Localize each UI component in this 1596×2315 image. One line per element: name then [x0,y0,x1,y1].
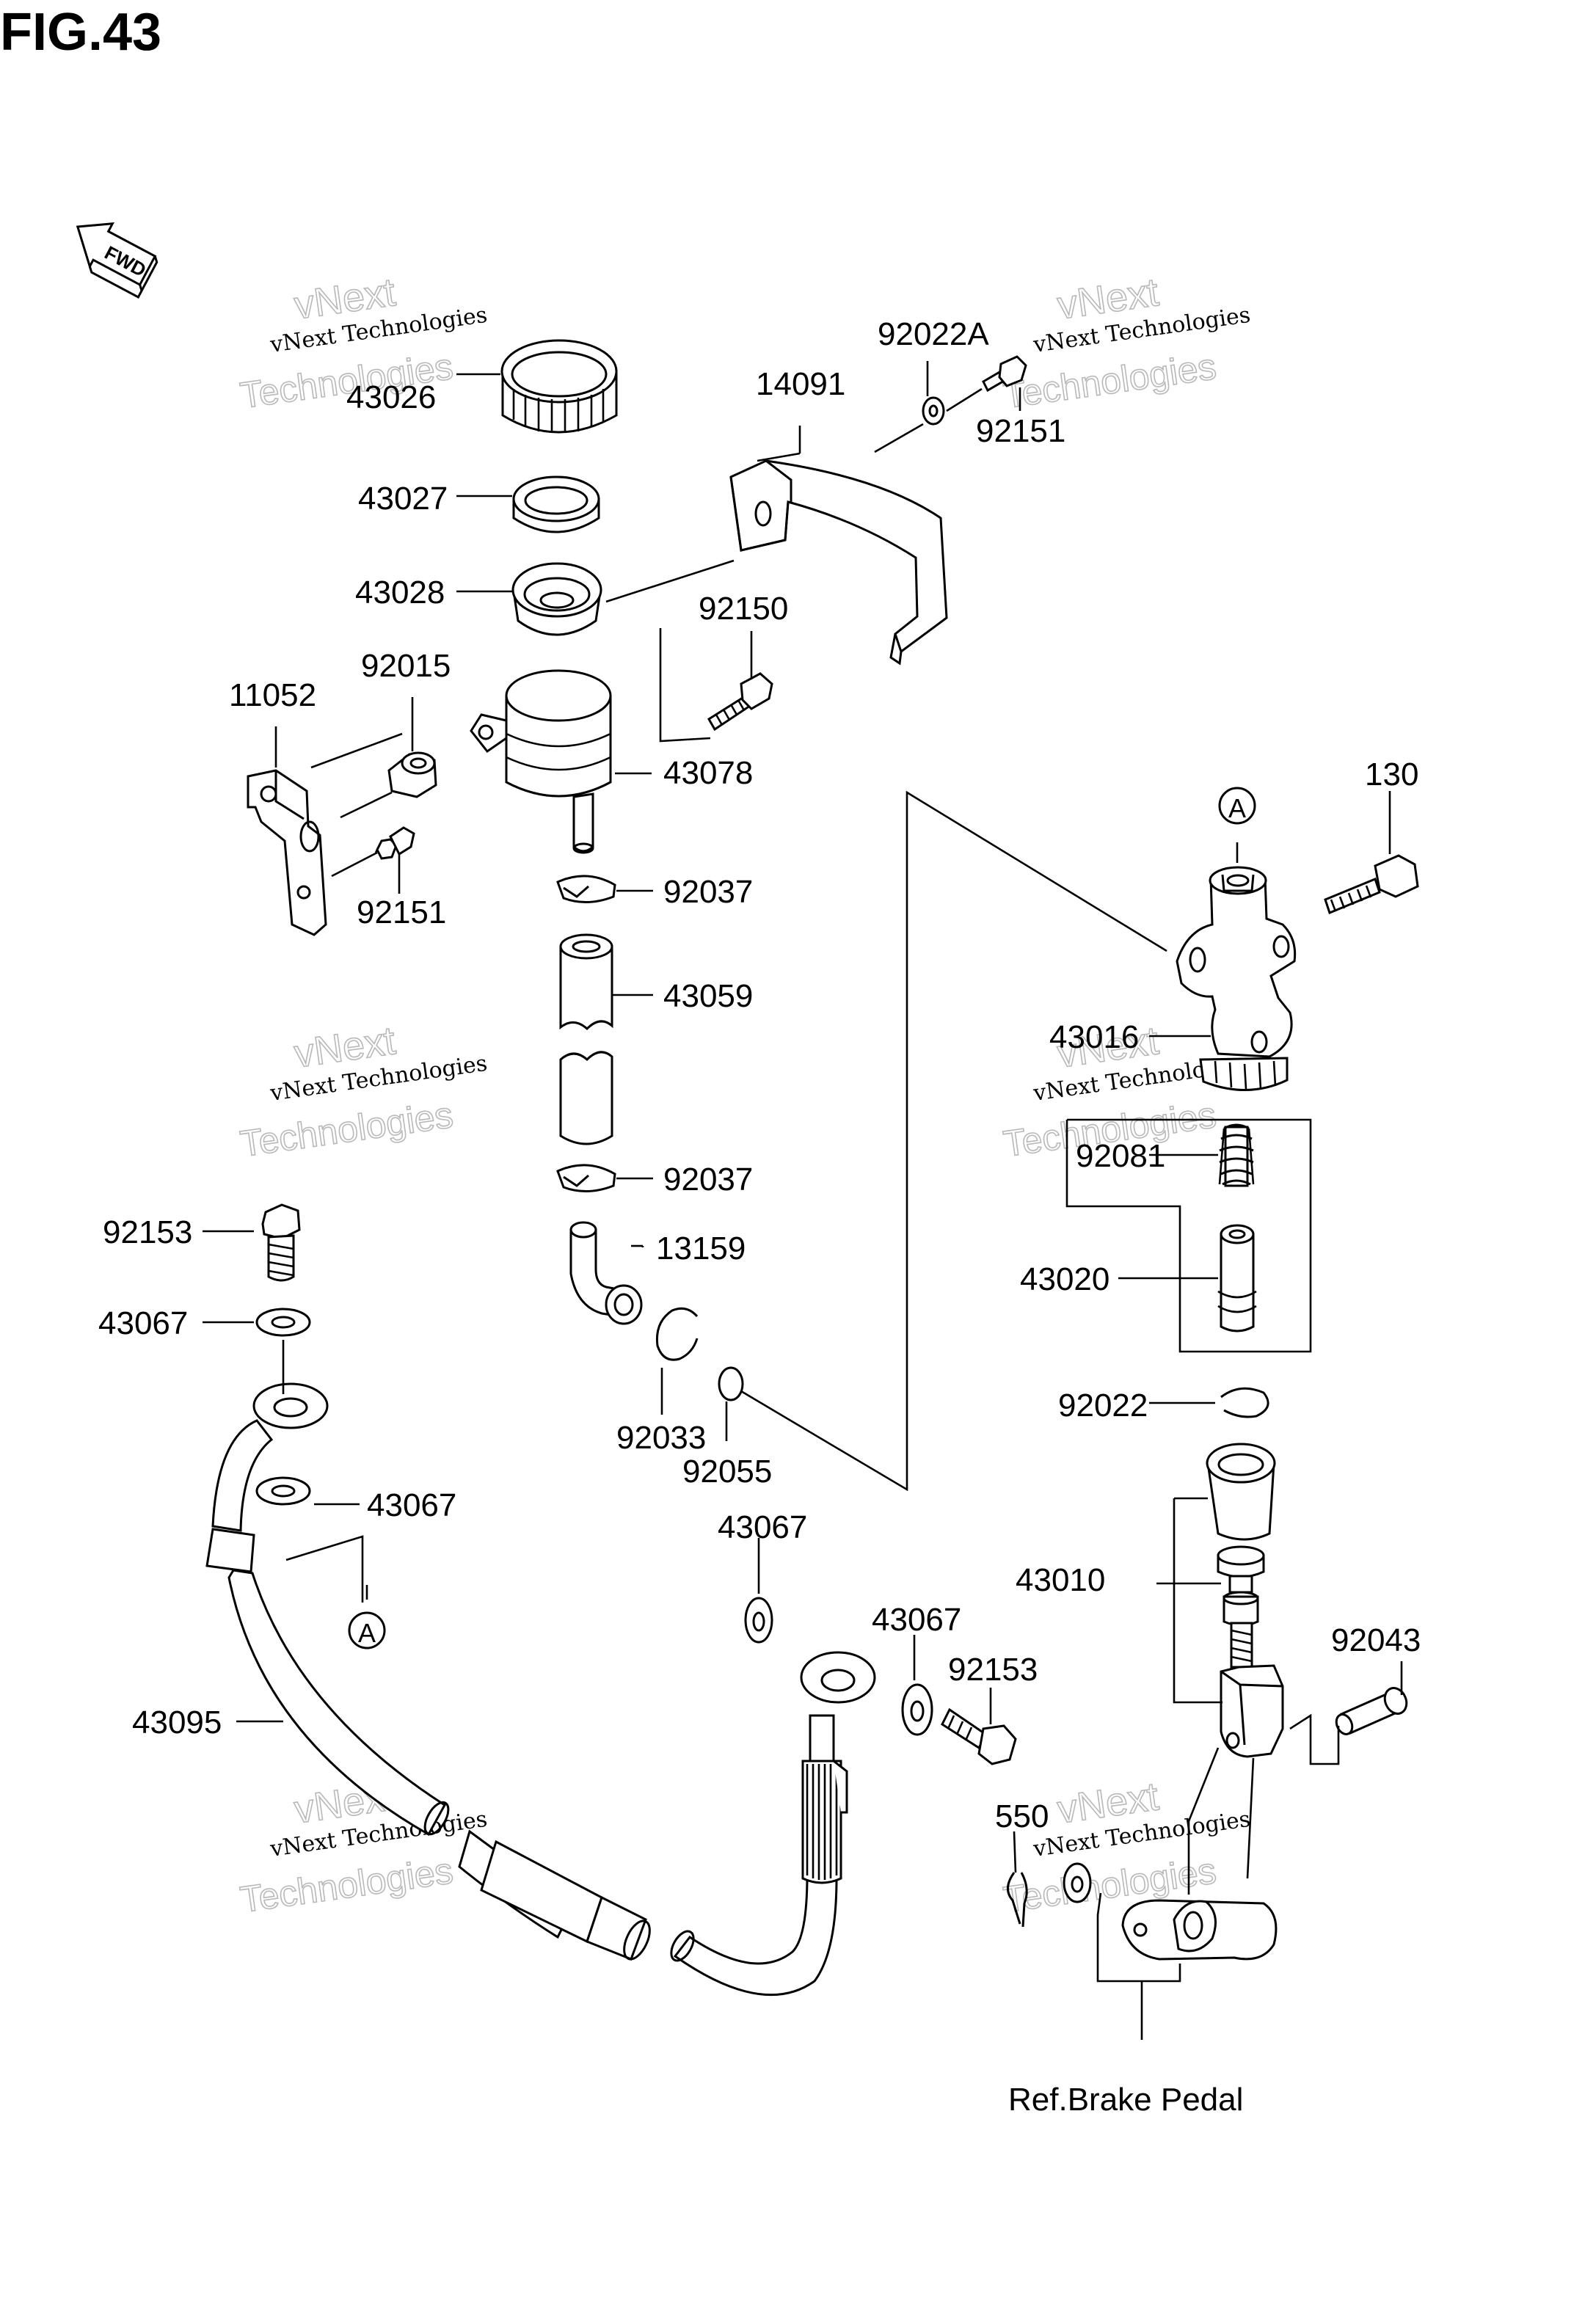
label-13159: 13159 [656,1231,746,1266]
label-43067-left-upper: 43067 [98,1305,188,1341]
label-92151-left: 92151 [357,894,446,930]
watermark-line2b: Technologies [238,1094,456,1164]
part-43059-hose [559,933,613,1145]
label-92037-upper: 92037 [663,874,753,910]
label-92153-right: 92153 [948,1652,1038,1688]
part-43078-reservoir-tank [470,669,612,854]
part-13159-fitting [569,1221,643,1325]
ref-brake-pedal-label: Ref.Brake Pedal [1008,2082,1243,2118]
part-92033-circlip [655,1307,699,1361]
part-14091-cover [729,459,948,666]
label-43026: 43026 [346,379,436,415]
part-92043-pin [1335,1687,1408,1735]
part-92022A-washer [922,396,945,426]
label-11052: 11052 [229,677,316,713]
part-43067-washer-left-upper [255,1308,311,1337]
part-43028-diaphragm [511,562,602,636]
part-92015-collar [387,751,437,798]
label-92150: 92150 [699,591,788,627]
part-number-labels: 43026 43027 43028 11052 92015 92151 4307… [98,316,1421,2118]
label-92055: 92055 [682,1454,772,1490]
label-92081: 92081 [1076,1138,1165,1174]
part-92150-bolt [707,672,773,732]
part-92081-spring [1218,1123,1255,1187]
label-43059: 43059 [663,978,753,1014]
callout-marker-letter: A [358,1618,376,1648]
label-43020: 43020 [1020,1261,1109,1297]
part-92055-o-ring [718,1366,744,1401]
label-92022: 92022 [1058,1388,1148,1423]
label-43067-center-upper: 43067 [718,1509,807,1545]
label-92153-left: 92153 [103,1214,192,1250]
label-92151-top: 92151 [976,413,1065,449]
part-43067-washer-left-lower [255,1476,311,1506]
part-43026-reservoir-cap [500,339,618,434]
part-43067-washer-center-lower [901,1683,933,1736]
label-92015: 92015 [361,648,451,684]
label-43067-center-lower: 43067 [872,1602,961,1638]
watermark-line2b: Technologies [238,1850,456,1920]
label-43027: 43027 [358,481,448,517]
callout-marker-letter: A [1228,793,1246,823]
label-550: 550 [995,1798,1049,1834]
label-92022A: 92022A [878,316,989,352]
label-92033: 92033 [616,1420,706,1456]
figure-title: FIG.43 [0,3,161,62]
label-43028: 43028 [355,575,445,610]
part-43067-washer-center-upper [744,1597,773,1644]
part-550-cotter-pin [1007,1872,1028,1928]
part-43020-piston-assy [1217,1224,1257,1333]
part-43016-master-cylinder [1176,866,1297,1091]
label-130: 130 [1365,757,1418,792]
part-92151-bolt-top [982,355,1027,393]
part-92037-clamp-lower [556,1164,616,1193]
part-130-bolt [1324,854,1419,914]
part-92037-clamp-upper [556,875,616,904]
part-92153-banjo-bolt-right [941,1707,1017,1765]
callout-marker-bottom: A [348,1611,386,1649]
part-43027-diaphragm-plate [512,475,600,533]
leader-lines [203,361,1403,2040]
part-11052-bracket [247,769,327,936]
label-92043: 92043 [1331,1622,1421,1658]
label-92037-lower: 92037 [663,1162,753,1197]
forward-arrow-icon: FWD [76,222,158,299]
callout-marker-top: A [1218,787,1256,825]
label-43095: 43095 [132,1705,222,1740]
label-43010: 43010 [1016,1562,1105,1598]
part-pedal-washer [1063,1862,1092,1903]
label-43067-left-lower: 43067 [367,1487,456,1523]
part-ref-brake-pedal [1121,1899,1278,1961]
part-43010-push-rod-assy [1206,1443,1284,1758]
part-92151-bolt-small-left [374,826,415,860]
watermark-line2b: Technologies [1001,346,1219,416]
label-43016: 43016 [1049,1019,1139,1055]
part-92022-circlip [1220,1387,1269,1418]
part-43095-brake-hose [205,1382,876,1997]
label-14091: 14091 [756,366,845,402]
part-92153-banjo-bolt-left [261,1203,301,1282]
label-43078: 43078 [663,755,753,791]
